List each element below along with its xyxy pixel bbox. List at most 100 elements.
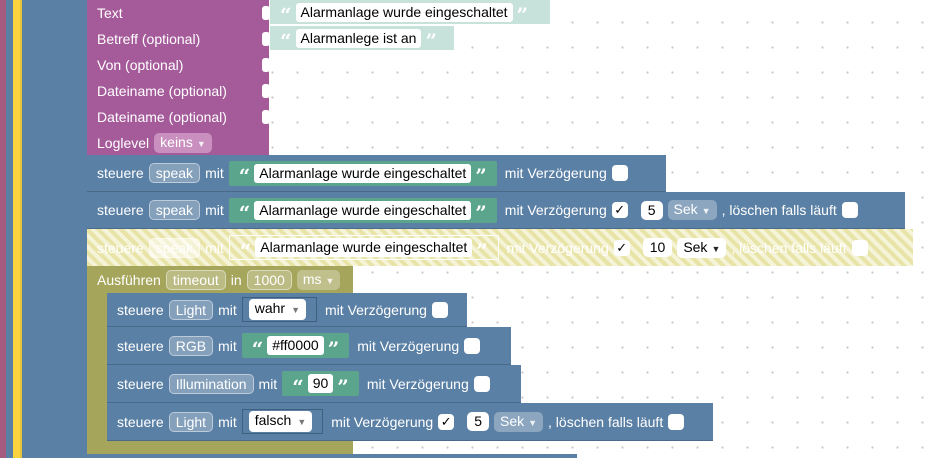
boolean-value: wahr [254, 300, 286, 316]
speak-text-value[interactable]: Alarmanlage wurde eingeschaltet [254, 163, 472, 183]
control-speak-block-3-disabled[interactable]: steuere speak mit “ Alarmanlage wurde ei… [87, 229, 913, 266]
target-rgb[interactable]: RGB [168, 335, 214, 356]
boolean-input[interactable]: wahr ▼ [241, 297, 318, 322]
target-speak[interactable]: speak [148, 200, 201, 220]
control-speak-block-1[interactable]: steuere speak mit “ Alarmanlage wurde ei… [87, 155, 666, 192]
steuere-label: steuere [117, 337, 164, 354]
speak-text-value[interactable]: Alarmanlage wurde eingeschaltet [255, 238, 473, 257]
clear-running-label: , löschen falls läuft [731, 239, 847, 256]
steuere-label: steuere [97, 239, 144, 256]
mit-label: mit [205, 165, 224, 181]
close-quote-icon: ” [337, 374, 349, 399]
timeout-label: Ausführen [97, 271, 161, 288]
mit-label: mit [218, 301, 237, 318]
open-quote-icon: “ [238, 164, 251, 188]
timeout-value-field[interactable]: 1000 [246, 269, 292, 290]
email-text-value[interactable]: Alarmanlage wurde eingeschaltet [295, 2, 513, 22]
chevron-down-icon: ▼ [196, 138, 206, 149]
email-row-label: Text [97, 5, 123, 21]
delay-label: mit Verzögerung [331, 413, 434, 430]
workspace-left-blocks [0, 0, 87, 458]
speak-text-value[interactable]: Alarmanlage wurde eingeschaltet [254, 200, 472, 220]
email-row-label: Von (optional) [97, 57, 184, 73]
chevron-down-icon: ▼ [291, 305, 301, 315]
boolean-dropdown[interactable]: wahr ▼ [248, 299, 307, 320]
clear-running-checkbox[interactable] [841, 202, 858, 218]
control-speak-block-2[interactable]: steuere speak mit “ Alarmanlage wurde ei… [87, 192, 905, 229]
delay-checkbox[interactable] [473, 375, 490, 392]
email-row-text: Text [87, 0, 269, 26]
loglevel-label: Loglevel [97, 134, 150, 151]
mit-label: mit [205, 202, 224, 218]
delay-checkbox-checked[interactable]: ✓ [613, 239, 630, 256]
illumination-string[interactable]: “ 90 ” [282, 371, 359, 399]
selection-highlight-edge [20, 0, 22, 458]
speak-text-string[interactable]: “ Alarmanlage wurde eingeschaltet ” [228, 160, 497, 188]
chevron-down-icon: ▼ [297, 417, 307, 427]
control-light-on-block[interactable]: steuere Light mit wahr▼ mit Verzögerung [107, 293, 467, 327]
delay-checkbox[interactable] [611, 165, 628, 181]
open-quote-icon: “ [292, 374, 304, 399]
timeout-name-field[interactable]: timeout [165, 269, 226, 290]
control-light-off-block[interactable]: steuere Light mit falsch▼ mit Verzögerun… [107, 403, 713, 441]
email-subject-value[interactable]: Alarmanlege ist an [295, 28, 422, 48]
mit-label: mit [218, 337, 237, 354]
speak-text-string[interactable]: “ Alarmanlage wurde eingeschaltet ” [228, 235, 499, 263]
email-text-string[interactable]: “ Alarmanlage wurde eingeschaltet ” [270, 0, 550, 25]
input-socket [262, 32, 270, 46]
timeout-body-arm [87, 293, 107, 441]
delay-value-field[interactable]: 10 [642, 238, 673, 257]
open-quote-icon: “ [280, 29, 292, 53]
delay-checkbox[interactable] [464, 337, 481, 354]
illumination-value[interactable]: 90 [307, 374, 334, 393]
close-quote-icon: ” [425, 29, 437, 53]
delay-label: mit Verzögerung [325, 301, 427, 318]
delay-value-field[interactable]: 5 [640, 200, 663, 220]
delay-label: mit Verzögerung [504, 165, 607, 181]
rgb-value[interactable]: #ff0000 [267, 336, 324, 355]
delay-label: mit Verzögerung [366, 375, 469, 392]
target-light[interactable]: Light [168, 411, 214, 432]
open-quote-icon: “ [239, 238, 252, 263]
clear-running-checkbox[interactable] [668, 413, 685, 430]
timeout-unit-dropdown[interactable]: ms▼ [296, 269, 341, 290]
close-quote-icon: ” [476, 238, 488, 263]
timeout-footer [87, 441, 353, 454]
rgb-string[interactable]: “ #ff0000 ” [241, 333, 350, 359]
delay-value-field[interactable]: 5 [467, 412, 489, 431]
boolean-dropdown[interactable]: falsch▼ [248, 411, 313, 432]
email-row-label: Dateiname (optional) [97, 109, 227, 125]
loglevel-dropdown[interactable]: keins▼ [154, 132, 212, 153]
close-quote-icon: ” [475, 201, 487, 225]
target-speak[interactable]: speak [148, 163, 201, 183]
timeout-header: Ausführen timeout in 1000 ms▼ [87, 266, 353, 293]
clear-running-label: , löschen falls läuft [721, 202, 837, 218]
chevron-down-icon: ▼ [325, 275, 335, 286]
target-light[interactable]: Light [168, 299, 214, 320]
speak-text-string[interactable]: “ Alarmanlage wurde eingeschaltet ” [228, 197, 497, 225]
email-subject-string[interactable]: “ Alarmanlege ist an ” [270, 26, 454, 53]
delay-unit-dropdown[interactable]: Sek▼ [493, 411, 544, 432]
email-row-from: Von (optional) [87, 52, 269, 78]
input-socket [262, 110, 270, 124]
close-quote-icon: ” [475, 164, 487, 188]
delay-label: mit Verzögerung [357, 337, 460, 354]
input-socket [262, 6, 270, 20]
email-row-filename-2: Dateiname (optional) [87, 104, 269, 130]
open-quote-icon: “ [238, 201, 251, 225]
delay-checkbox-checked[interactable]: ✓ [438, 413, 455, 430]
email-row-filename-1: Dateiname (optional) [87, 78, 269, 104]
boolean-input[interactable]: falsch▼ [241, 409, 324, 434]
delay-checkbox[interactable] [431, 301, 448, 318]
clear-running-checkbox[interactable] [851, 239, 868, 256]
delay-checkbox-checked[interactable]: ✓ [611, 202, 628, 218]
next-block-top-edge [87, 454, 577, 458]
control-rgb-block[interactable]: steuere RGB mit “ #ff0000 ” mit Verzöger… [107, 327, 511, 365]
mit-label: mit [258, 375, 278, 392]
timeout-unit-value: ms [302, 270, 322, 287]
control-illumination-block[interactable]: steuere Illumination mit “ 90 ” mit Verz… [107, 365, 521, 403]
delay-unit-dropdown[interactable]: Sek▼ [677, 237, 727, 258]
target-illumination[interactable]: Illumination [168, 373, 254, 394]
target-speak[interactable]: speak [148, 237, 201, 258]
delay-unit-dropdown[interactable]: Sek▼ [667, 200, 717, 220]
